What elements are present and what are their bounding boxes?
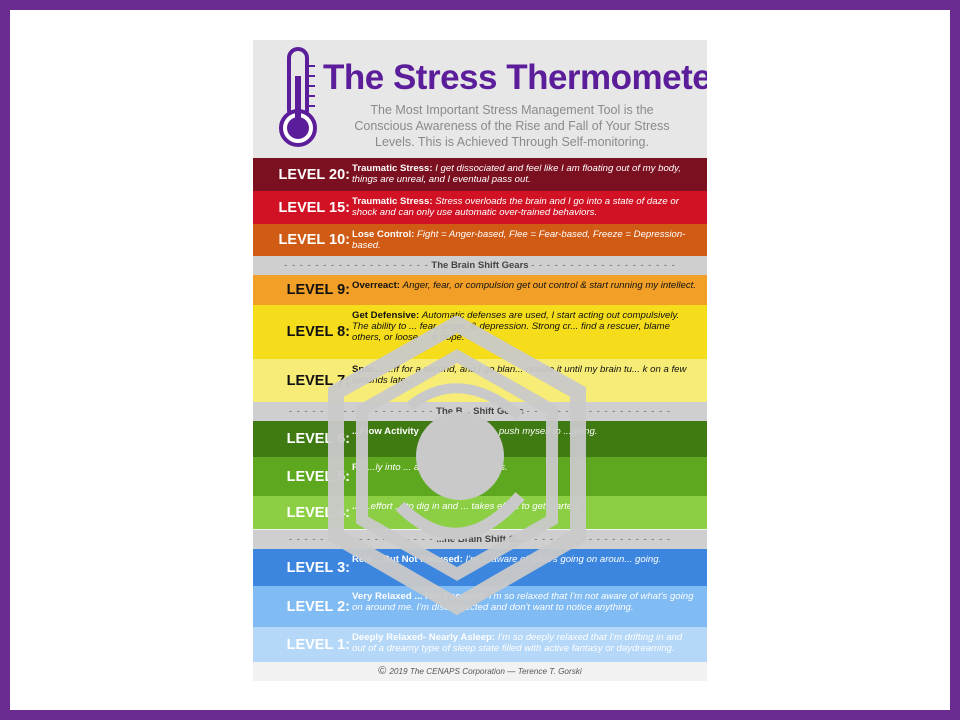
level-9-row: LEVEL 9: Overreact: Anger, fear, or comp… (253, 275, 707, 305)
level-label: LEVEL 2: (286, 598, 350, 615)
level-text: ...effort ... to dig in and ... takes ef… (362, 501, 581, 512)
level-description: Very Relaxed ... Not Focused: I'm so rel… (352, 591, 697, 613)
copyright-icon: © (378, 665, 387, 677)
poster-header: The Stress Thermometer The Most Importan… (253, 40, 707, 158)
level-name: Lose Control: (352, 229, 415, 240)
level-description: Get Defensive: Automatic defenses are us… (352, 310, 697, 344)
level-description: Overreact: Anger, fear, or compulsion ge… (352, 280, 697, 291)
level-name: Traumatic Stress: (352, 196, 433, 207)
level-text: I get dissociated and feel like I am flo… (352, 163, 681, 186)
level-1-row: LEVEL 1: Deeply Relaxed- Nearly Asleep: … (253, 627, 707, 662)
level-description: Traumatic Stress: I get dissociated and … (352, 163, 697, 185)
brain-shift-gears-divider: - - - - - - - - - - - - - - - - - - - ..… (253, 530, 707, 549)
gear-label: ...he Brain Shift G... (436, 534, 524, 545)
level-name: Rela... But Not Focused: (352, 554, 463, 565)
poster-title: The Stress Thermometer (323, 58, 707, 97)
level-label: LEVEL 3: (286, 559, 350, 576)
hexagon-logo-watermark (328, 316, 586, 616)
level-text: I'm ... aware of what's going on aroun..… (465, 554, 662, 565)
level-20-row: LEVEL 20: Traumatic Stress: I get dissoc… (253, 158, 707, 191)
level-name: Overreact: (352, 280, 400, 291)
level-label: LEVEL 9: (286, 282, 350, 298)
level-description: Deeply Relaxed- Nearly Asleep: I'm so de… (352, 632, 697, 654)
level-label: LEVEL 10: (278, 232, 350, 248)
level-text: Automatic defenses are used, I start act… (352, 310, 680, 344)
level-name: Get Defensive: (352, 310, 420, 321)
level-name: Very Relaxed ... Not Focused: (352, 591, 487, 602)
level-text: I'm so relaxed that I'm not aware of wha… (352, 591, 694, 614)
level-15-row: LEVEL 15: Traumatic Stress: Stress overl… (253, 191, 707, 224)
thermometer-icon (279, 47, 317, 147)
level-description: Traumatic Stress: Stress overloads the b… (352, 196, 697, 218)
level-description: Lose Control: Fight = Anger-based, Flee … (352, 229, 697, 251)
gear-label: The B... Shift Gears (436, 406, 524, 417)
level-text: I'm so deeply relaxed that I'm drifting … (352, 632, 683, 655)
level-description: ...Flow Activity ...g tired and ha... pu… (352, 426, 697, 437)
level-8-row: LEVEL 8: Get Defensive: Automatic defens… (253, 305, 707, 359)
level-label: LEVEL 20: (278, 166, 350, 183)
level-label: LEVEL 8: (286, 324, 350, 340)
level-description: Rela... But Not Focused: I'm ... aware o… (352, 554, 697, 565)
footer-text: 2019 The CENAPS Corporation — Terence T.… (389, 667, 582, 676)
gear-label: The Brain Shift Gears (431, 260, 529, 271)
level-name: Deeply Relaxed- Nearly Asleep: (352, 632, 496, 643)
brain-shift-gears-divider: - - - - - - - - - - - - - - - - - - - Th… (253, 256, 707, 275)
poster-subtitle: The Most Important Stress Management Too… (354, 103, 670, 149)
poster-footer: ©2019 The CENAPS Corporation — Terence T… (253, 662, 707, 681)
level-10-row: LEVEL 10: Lose Control: Fight = Anger-ba… (253, 224, 707, 256)
level-text: Anger, fear, or compulsion get out contr… (402, 280, 696, 291)
level-name: Traumatic Stress: (352, 163, 433, 174)
level-text: Fight = Anger-based, Flee = Fear-based, … (352, 229, 686, 252)
stress-thermometer-poster: The Stress Thermometer The Most Importan… (253, 40, 707, 681)
level-text: Stress overloads the brain and I go into… (352, 196, 679, 219)
level-text: ...g tired and ha... push myself to ...g… (421, 426, 598, 437)
level-label: LEVEL 1: (286, 636, 350, 653)
level-label: LEVEL 15: (278, 199, 350, 216)
level-name: ...Flow Activity (352, 426, 419, 437)
